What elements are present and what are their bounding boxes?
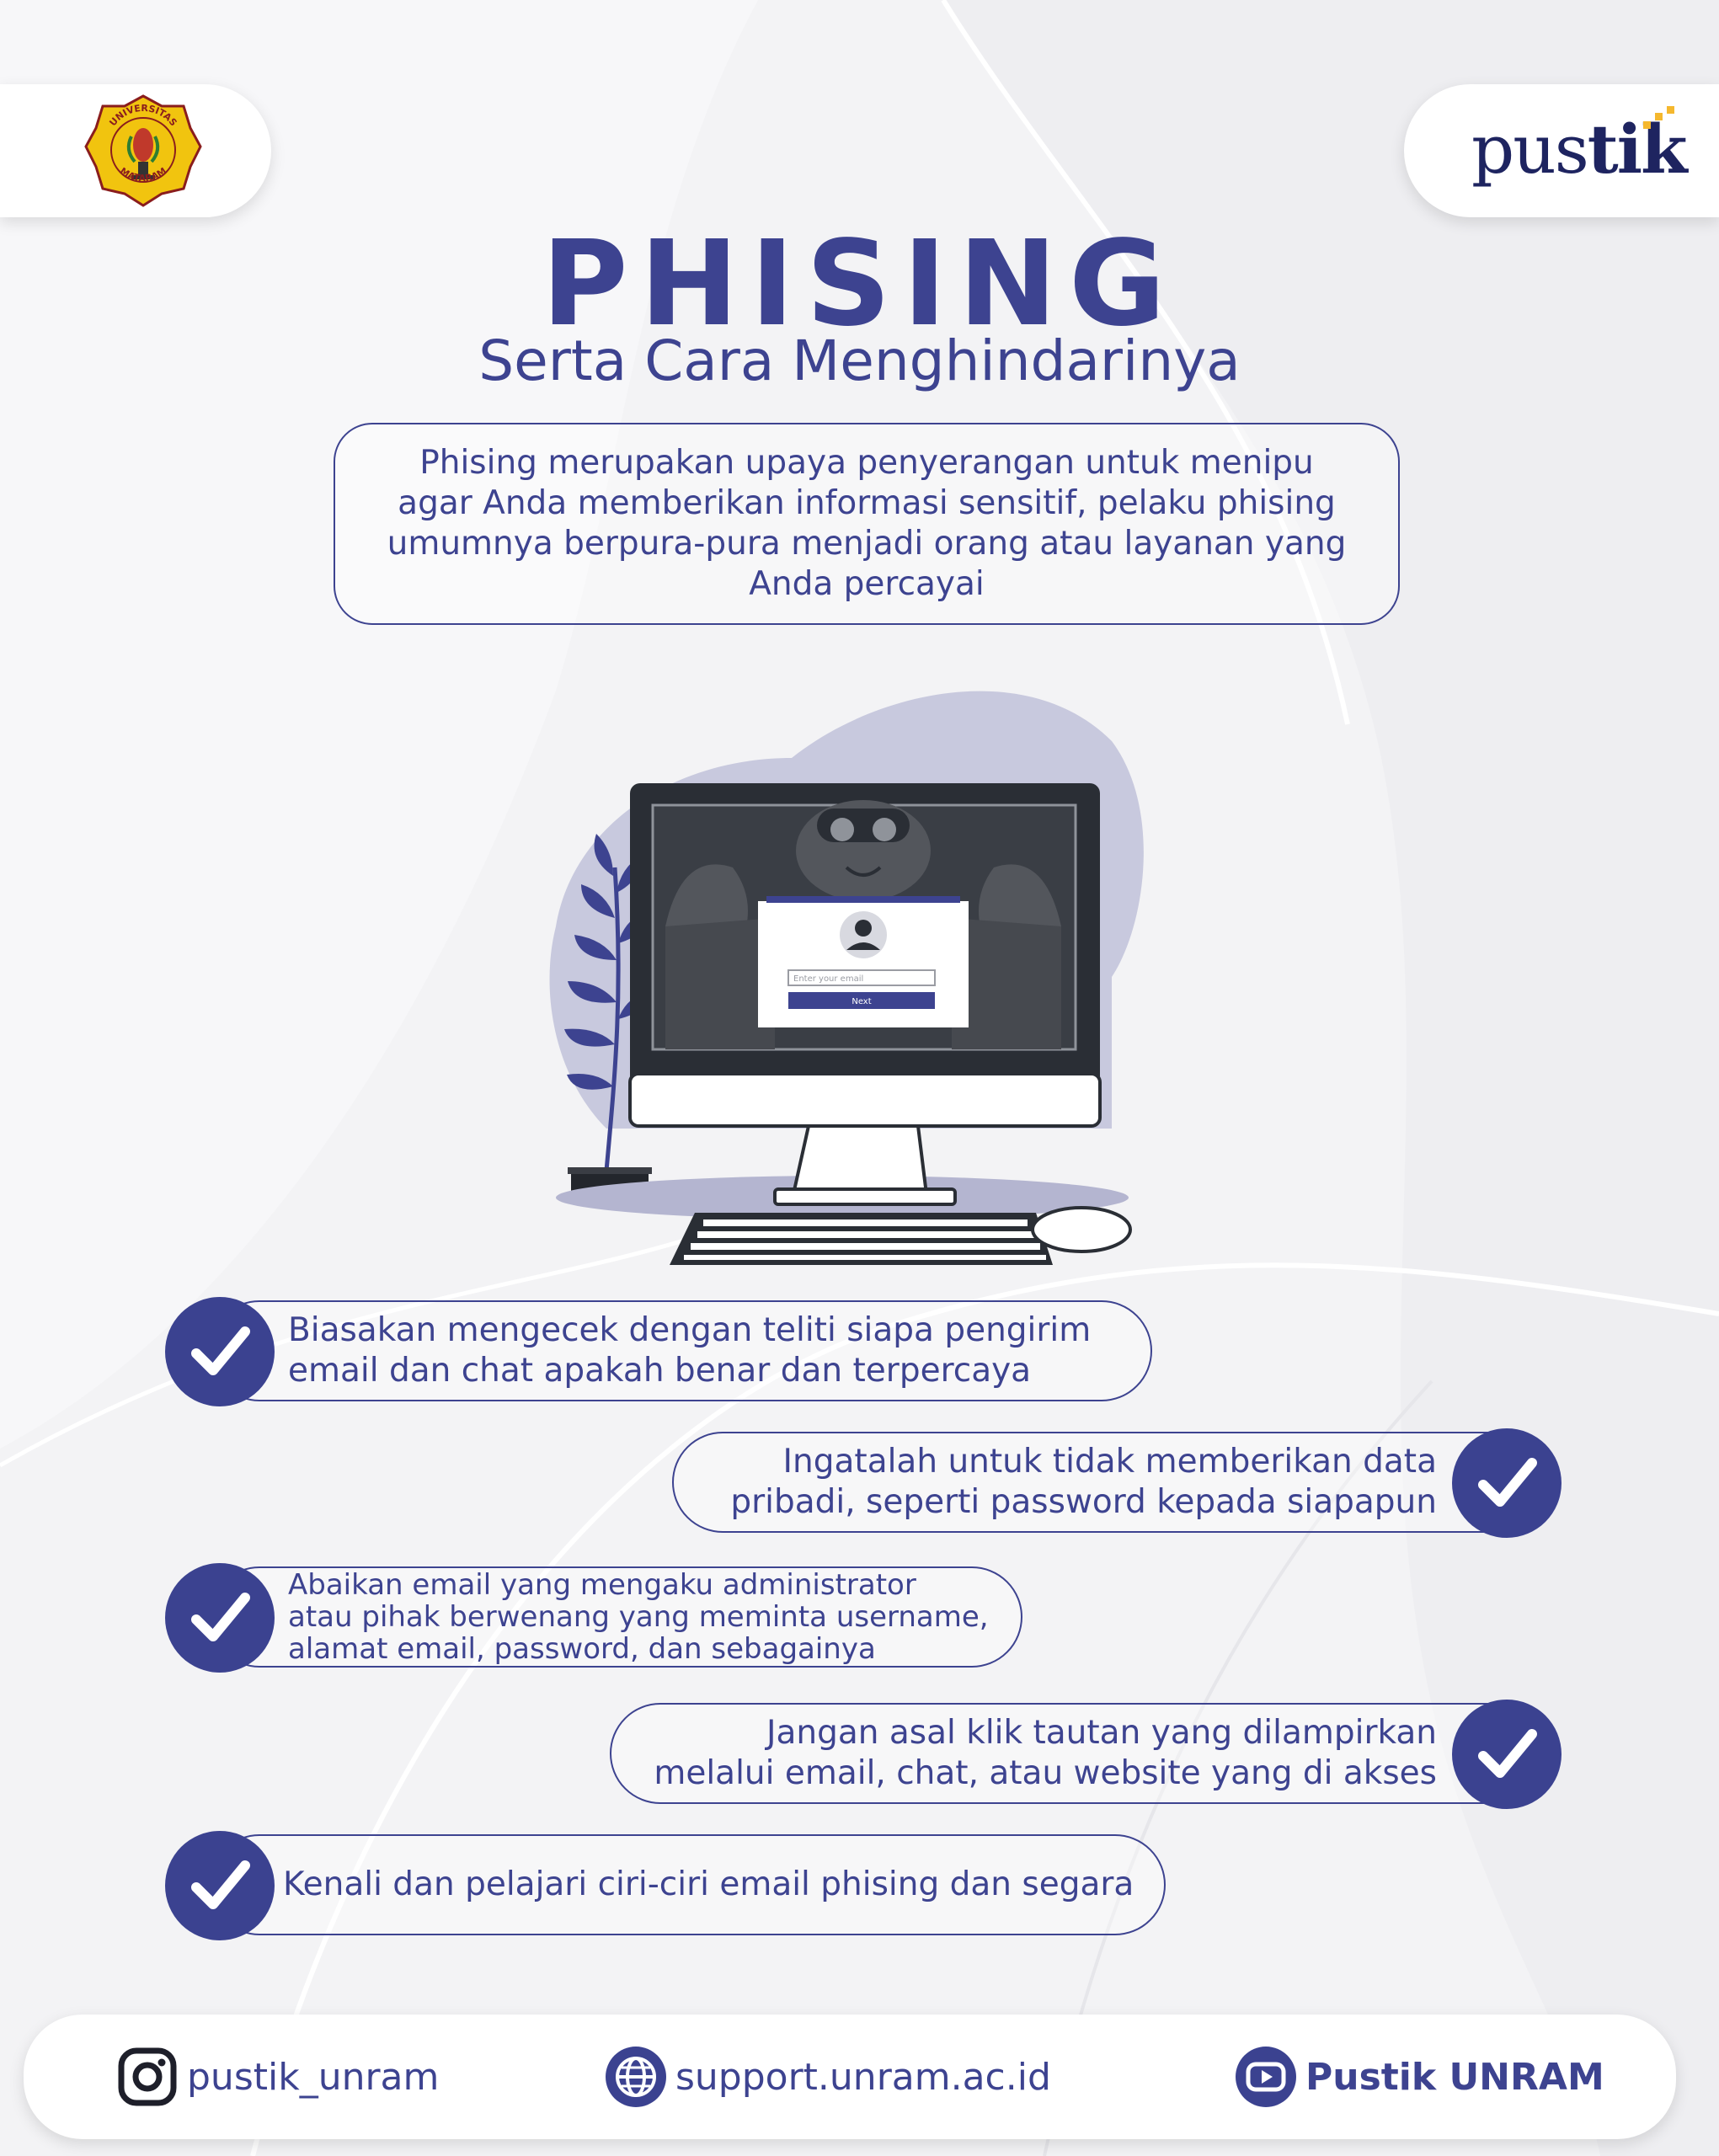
tip-4-line-1: Jangan asal klik tautan yang dilampirkan [766, 1714, 1437, 1752]
intro-box: Phising merupakan upaya penyerangan untu… [334, 423, 1400, 625]
page-subtitle: Serta Cara Menghindarinya [478, 328, 1241, 393]
globe-icon [606, 2047, 666, 2107]
tip-card-1: Biasakan mengecek dengan teliti siapa pe… [209, 1300, 1152, 1401]
checkmark-icon [165, 1831, 275, 1940]
tip-5-line-1: Kenali dan pelajari ciri-ciri email phis… [283, 1865, 1134, 1903]
tip-card-3: Abaikan email yang mengaku administrator… [209, 1566, 1022, 1668]
login-next-button: Next [851, 997, 871, 1006]
pustik-logo-icon [1643, 106, 1674, 129]
youtube-channel: Pustik UNRAM [1305, 2055, 1604, 2099]
checkmark-icon [1452, 1428, 1562, 1538]
page-title: PHISING [542, 216, 1177, 353]
phishing-illustration: Enter your email Next [549, 691, 1144, 1265]
footer-instagram[interactable]: pustik_unram [116, 2015, 439, 2139]
unram-seal-lettering: UNIVERSITAS MATARAM [107, 103, 179, 184]
footer-website[interactable]: support.unram.ac.id [605, 2015, 1051, 2139]
tip-3-line-2: atau pihak berwenang yang meminta userna… [288, 1600, 989, 1634]
instagram-handle: pustik_unram [187, 2055, 440, 2099]
website-url: support.unram.ac.id [675, 2055, 1051, 2099]
mouse-icon [1031, 1206, 1132, 1253]
monitor-icon: Enter your email Next [628, 783, 1102, 1206]
footer-youtube[interactable]: Pustik UNRAM [1235, 2015, 1604, 2139]
checkmark-icon [1452, 1700, 1562, 1809]
unram-logo-badge: UNIVERSITAS MATARAM [0, 84, 271, 217]
seal-bottom-text: MATARAM [118, 165, 168, 184]
checkmark-icon [165, 1563, 275, 1673]
unram-seal-icon [84, 94, 202, 207]
pustik-wordmark: pustik [1471, 109, 1688, 189]
instagram-icon [118, 2047, 177, 2106]
login-email-placeholder: Enter your email [793, 974, 863, 984]
keyboard-icon [670, 1213, 1053, 1265]
tip-card-5: Kenali dan pelajari ciri-ciri email phis… [209, 1834, 1166, 1935]
footer-bar: pustik_unram support.unram.ac.id Pustik … [24, 2015, 1676, 2139]
pustik-wordmark-bold: tik [1587, 109, 1688, 189]
tip-3-line-3: alamat email, password, dan sebagainya [288, 1632, 876, 1666]
seal-top-text: UNIVERSITAS [107, 103, 179, 128]
svg-text:UNIVERSITAS: UNIVERSITAS [107, 103, 179, 128]
tip-4-line-2: melalui email, chat, atau website yang d… [654, 1754, 1437, 1792]
tip-card-2: Ingatalah untuk tidak memberikan data pr… [672, 1432, 1548, 1533]
tip-2-line-1: Ingatalah untuk tidak memberikan data [782, 1443, 1437, 1481]
pustik-wordmark-regular: pus [1471, 110, 1589, 189]
svg-text:MATARAM: MATARAM [118, 165, 168, 184]
tip-1-line-1: Biasakan mengecek dengan teliti siapa pe… [288, 1311, 1092, 1349]
pustik-logo-badge: pustik [1404, 84, 1719, 217]
tip-1-line-2: email dan chat apakah benar dan terperca… [288, 1352, 1032, 1390]
tip-2-line-2: pribadi, seperti password kepada siapapu… [730, 1483, 1437, 1521]
tip-3-line-1: Abaikan email yang mengaku administrator [288, 1568, 916, 1602]
youtube-icon [1236, 2047, 1296, 2107]
tip-card-4: Jangan asal klik tautan yang dilampirkan… [610, 1703, 1548, 1804]
intro-text: Phising merupakan upaya penyerangan untu… [387, 444, 1347, 603]
checkmark-icon [165, 1297, 275, 1406]
